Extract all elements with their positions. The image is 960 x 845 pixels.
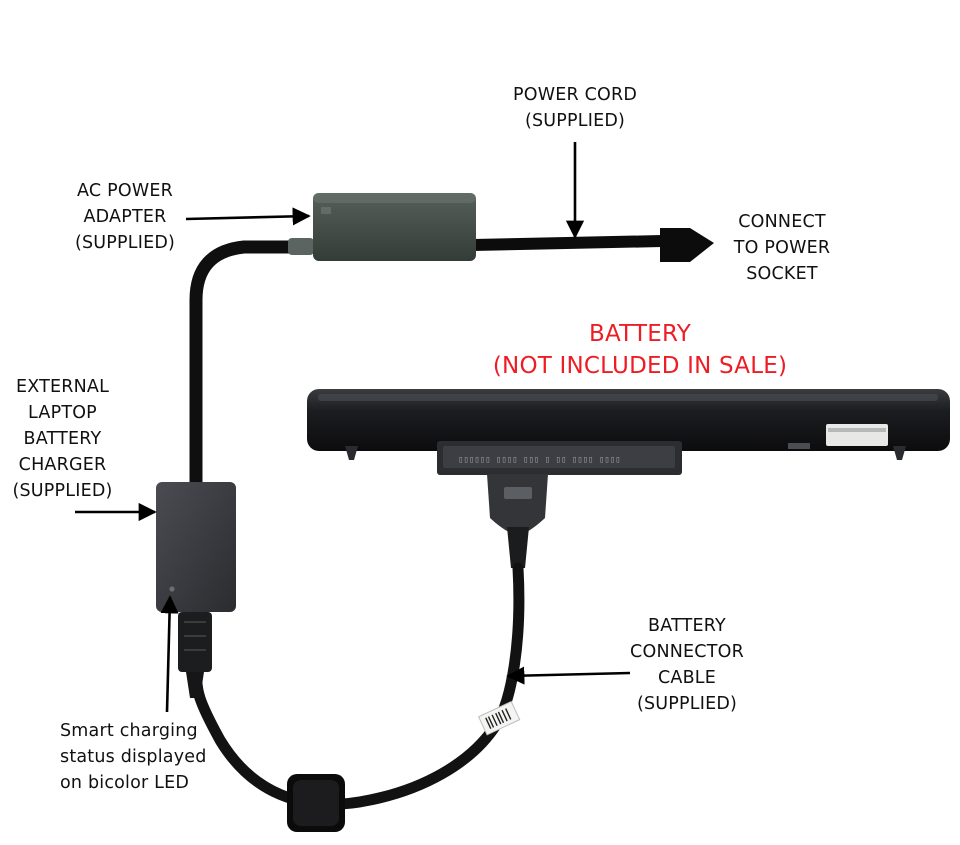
- label-line: Smart charging: [60, 721, 198, 741]
- arrow-connector-cable: [506, 666, 631, 685]
- label-line: (SUPPLIED): [524, 111, 626, 131]
- label-connector-cable: BATTERY CONNECTOR CABLE (SUPPLIED): [622, 613, 752, 717]
- battery-charger-body: [156, 482, 236, 612]
- ac-adapter-body: [313, 193, 476, 261]
- label-line: POWER CORD: [512, 85, 638, 105]
- label-battery: BATTERY (NOT INCLUDED IN SALE): [470, 318, 810, 382]
- label-line: CABLE: [657, 668, 716, 688]
- charger-output-plug: [178, 612, 212, 698]
- label-line: BATTERY: [589, 321, 691, 347]
- label-line: AC POWER: [77, 181, 173, 201]
- label-line: (SUPPLIED): [12, 481, 113, 501]
- adapter-strain-relief: [288, 238, 314, 255]
- label-charger: EXTERNAL LAPTOP BATTERY CHARGER (SUPPLIE…: [0, 374, 125, 504]
- power-cord-cable: [472, 235, 663, 251]
- laptop-battery-body: ▯▯▯▯▯▯ ▯▯▯▯ ▯▯▯ ▯ ▯▯ ▯▯▯▯ ▯▯▯▯: [307, 389, 950, 475]
- bicolor-led: [169, 586, 175, 592]
- label-connect-socket: CONNECT TO POWER SOCKET: [718, 209, 846, 287]
- label-line: CONNECTOR: [630, 642, 744, 662]
- cable-label-sticker: [477, 700, 521, 736]
- label-line: EXTERNAL: [15, 377, 110, 397]
- charger-dc-cable: [189, 240, 307, 491]
- label-line: CHARGER: [18, 455, 107, 475]
- label-line: ADAPTER: [83, 207, 167, 227]
- label-line: SOCKET: [746, 264, 818, 284]
- arrow-led: [160, 595, 179, 713]
- label-line: TO POWER: [733, 238, 831, 258]
- svg-text:▯▯▯▯▯▯ ▯▯▯▯ ▯▯▯ ▯ ▯▯ ▯▯▯▯ ▯▯▯▯: ▯▯▯▯▯▯ ▯▯▯▯ ▯▯▯ ▯ ▯▯ ▯▯▯▯ ▯▯▯▯: [458, 455, 621, 465]
- label-line: BATTERY: [648, 616, 726, 636]
- battery-connector-cable: [191, 562, 525, 810]
- label-line: BATTERY: [23, 429, 102, 449]
- label-line: on bicolor LED: [60, 773, 190, 793]
- battery-connector-plug: [487, 474, 548, 568]
- power-socket-arrow: [660, 228, 714, 262]
- label-line: (SUPPLIED): [636, 694, 738, 714]
- arrow-ac-adapter: [185, 207, 311, 226]
- label-led: Smart charging status displayed on bicol…: [60, 718, 220, 796]
- label-ac-adapter: AC POWER ADAPTER (SUPPLIED): [60, 178, 190, 256]
- label-power-cord: POWER CORD (SUPPLIED): [495, 82, 655, 134]
- label-line: status displayed: [60, 747, 207, 767]
- label-line: CONNECT: [738, 212, 826, 232]
- label-line: (NOT INCLUDED IN SALE): [492, 353, 788, 379]
- label-line: LAPTOP: [28, 403, 97, 423]
- label-line: (SUPPLIED): [74, 233, 176, 253]
